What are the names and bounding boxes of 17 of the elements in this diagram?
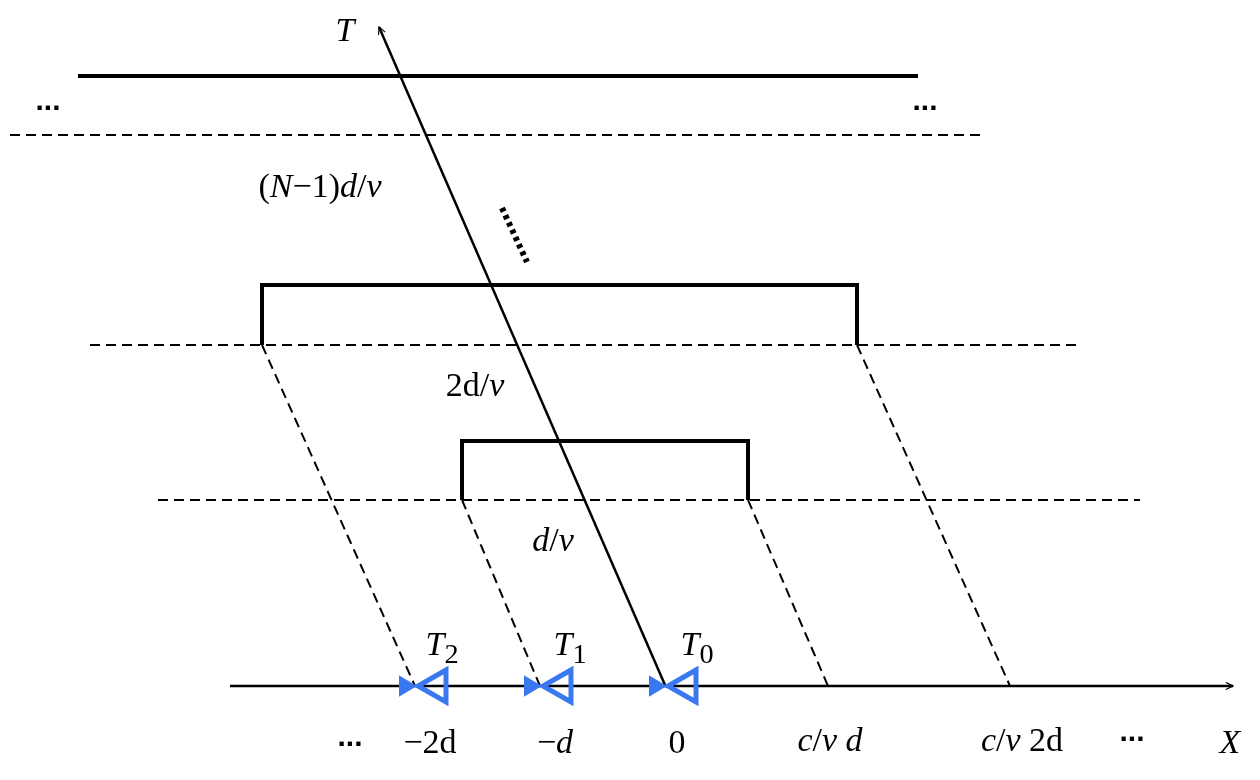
ellipsis: ...: [337, 721, 363, 751]
antenna-label: T$_{2}$: [425, 627, 459, 669]
position-label: c/v 2d: [980, 723, 1064, 757]
position-label: 0: [668, 725, 686, 759]
axis-label: T: [335, 13, 355, 47]
time-label: 2d/v: [445, 368, 505, 402]
ellipsis: ...: [912, 85, 938, 115]
ellipsis: ...: [35, 85, 61, 115]
position-label: c/v d: [797, 723, 863, 757]
position-label: −2d: [403, 725, 457, 759]
antenna-label: T$_{1}$: [553, 627, 587, 669]
axis-label: X: [1219, 725, 1241, 759]
ellipsis: ...: [1119, 716, 1145, 746]
position-label: −d: [536, 725, 574, 759]
antenna-label: T$_{0}$: [680, 627, 714, 669]
time-label: (N−1)d/v: [258, 169, 382, 203]
time-label: d/v: [532, 523, 574, 557]
